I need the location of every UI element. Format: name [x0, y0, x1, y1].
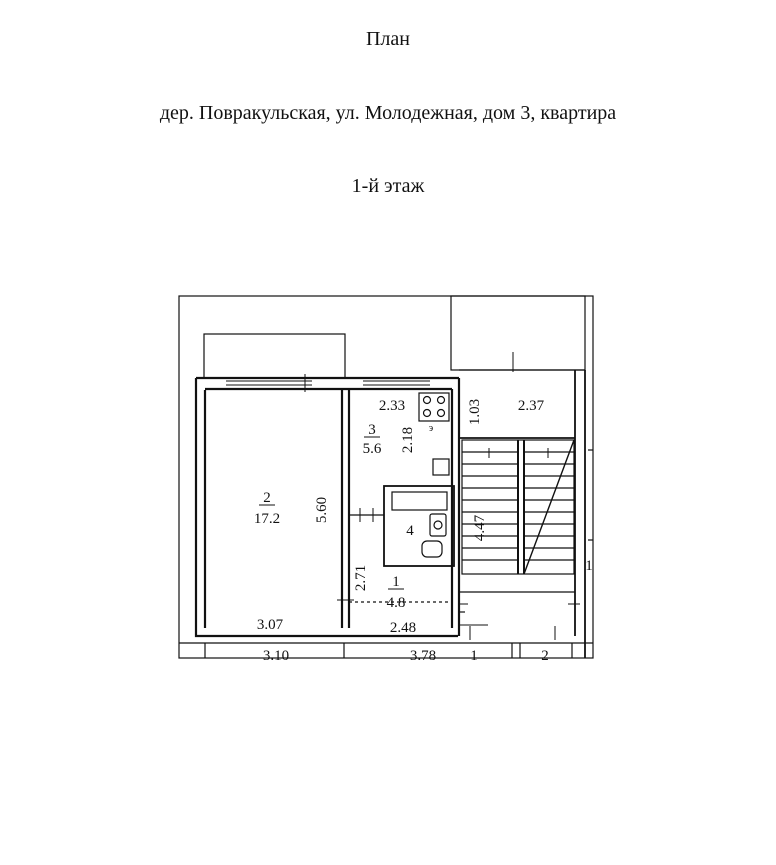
adjacent-block	[450, 295, 586, 371]
room-3-area: 5.6	[363, 441, 382, 457]
plan-title: План	[365, 28, 410, 50]
bathroom-walls	[383, 485, 455, 567]
staircase	[461, 439, 575, 575]
floor-label: 1-й этаж	[351, 175, 425, 197]
outer-frame	[178, 295, 594, 659]
dim-room3-depth: 2.18	[400, 427, 416, 453]
stove	[418, 392, 450, 422]
dim-right-edge-room: 1	[585, 558, 593, 574]
dim-vestibule-depth: 1.03	[467, 399, 483, 425]
door-marks	[337, 352, 580, 640]
balcony	[203, 333, 346, 379]
dim-room1-width: 2.48	[390, 620, 416, 636]
sink-drain	[433, 520, 443, 530]
dim-below-room1: 1	[470, 648, 478, 664]
dim-vestibule-width: 2.37	[518, 398, 545, 414]
sink	[429, 513, 447, 537]
apartment-walls	[194, 376, 461, 638]
dim-stair-length: 4.47	[472, 514, 488, 541]
room-3-number: 3	[368, 422, 376, 438]
dim-below-mid: 3.78	[410, 648, 436, 664]
room-2-number: 2	[263, 490, 271, 506]
toilet	[421, 540, 443, 558]
room-1-area: 4.8	[387, 595, 406, 611]
room-1-number: 1	[392, 574, 400, 590]
kitchen-sink	[432, 458, 450, 476]
room-4-number: 4	[406, 523, 414, 539]
dim-room2-height: 5.60	[314, 497, 330, 523]
dim-below-left: 3.10	[263, 648, 289, 664]
windows	[226, 374, 430, 392]
dim-room3-width: 2.33	[379, 398, 405, 414]
dim-room1-depth: 2.71	[353, 565, 369, 591]
room-2-area: 17.2	[254, 511, 280, 527]
dim-room2-width: 3.07	[257, 617, 284, 633]
dim-below-room2: 2	[541, 648, 549, 664]
address-line: дер. Повракульская, ул. Молодежная, дом …	[159, 102, 617, 124]
stove-mark: э	[429, 423, 433, 434]
bathtub	[391, 491, 448, 511]
